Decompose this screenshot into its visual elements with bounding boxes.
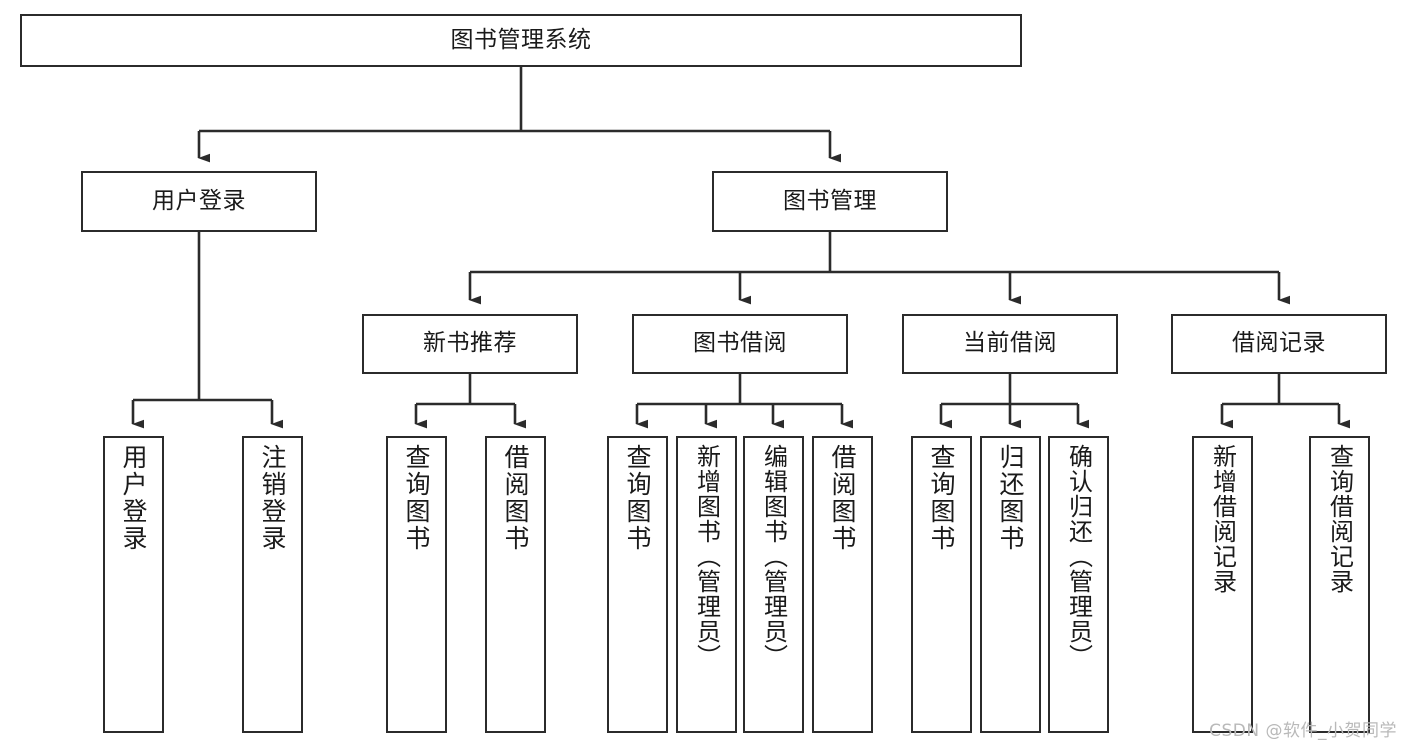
node-leaf-add-record[interactable]: 新增借阅记录 — [1192, 436, 1253, 733]
node-leaf-query-book-3[interactable]: 查询图书 — [911, 436, 972, 733]
node-new-book-recommend-label: 新书推荐 — [423, 330, 517, 357]
node-leaf-borrow-book-2-label: 借阅图书 — [828, 444, 857, 552]
node-leaf-borrow-book-2[interactable]: 借阅图书 — [812, 436, 873, 733]
node-leaf-edit-book-label: 编辑图书（管理员） — [759, 444, 788, 669]
node-leaf-add-record-label: 新增借阅记录 — [1208, 444, 1237, 594]
node-leaf-confirm-return[interactable]: 确认归还（管理员） — [1048, 436, 1109, 733]
node-leaf-query-book-2[interactable]: 查询图书 — [607, 436, 668, 733]
node-user-login-label: 用户登录 — [152, 187, 246, 214]
node-leaf-query-record-label: 查询借阅记录 — [1325, 444, 1354, 594]
node-book-manage[interactable]: 图书管理 — [712, 171, 948, 232]
node-leaf-query-book-3-label: 查询图书 — [927, 444, 956, 552]
node-borrow-record-label: 借阅记录 — [1232, 330, 1326, 357]
node-book-manage-label: 图书管理 — [783, 187, 877, 214]
node-leaf-query-book-2-label: 查询图书 — [623, 444, 652, 552]
node-leaf-borrow-book-1-label: 借阅图书 — [501, 444, 530, 552]
node-leaf-query-book-1[interactable]: 查询图书 — [386, 436, 447, 733]
node-leaf-logout[interactable]: 注销登录 — [242, 436, 303, 733]
node-root-label: 图书管理系统 — [450, 26, 592, 53]
node-leaf-query-record[interactable]: 查询借阅记录 — [1309, 436, 1370, 733]
node-user-login[interactable]: 用户登录 — [81, 171, 317, 232]
node-root[interactable]: 图书管理系统 — [20, 14, 1022, 67]
node-leaf-add-book[interactable]: 新增图书（管理员） — [676, 436, 737, 733]
node-current-borrow[interactable]: 当前借阅 — [902, 314, 1118, 374]
node-leaf-add-book-label: 新增图书（管理员） — [692, 444, 721, 669]
node-book-borrow[interactable]: 图书借阅 — [632, 314, 848, 374]
node-book-borrow-label: 图书借阅 — [693, 330, 787, 357]
node-current-borrow-label: 当前借阅 — [963, 330, 1057, 357]
node-leaf-logout-label: 注销登录 — [258, 444, 287, 552]
node-leaf-user-login-label: 用户登录 — [119, 444, 148, 552]
node-leaf-edit-book[interactable]: 编辑图书（管理员） — [743, 436, 804, 733]
node-leaf-query-book-1-label: 查询图书 — [402, 444, 431, 552]
node-new-book-recommend[interactable]: 新书推荐 — [362, 314, 578, 374]
node-leaf-user-login[interactable]: 用户登录 — [103, 436, 164, 733]
node-leaf-return-book[interactable]: 归还图书 — [980, 436, 1041, 733]
node-leaf-confirm-return-label: 确认归还（管理员） — [1064, 444, 1093, 669]
node-borrow-record[interactable]: 借阅记录 — [1171, 314, 1387, 374]
node-leaf-borrow-book-1[interactable]: 借阅图书 — [485, 436, 546, 733]
node-leaf-return-book-label: 归还图书 — [996, 444, 1025, 552]
